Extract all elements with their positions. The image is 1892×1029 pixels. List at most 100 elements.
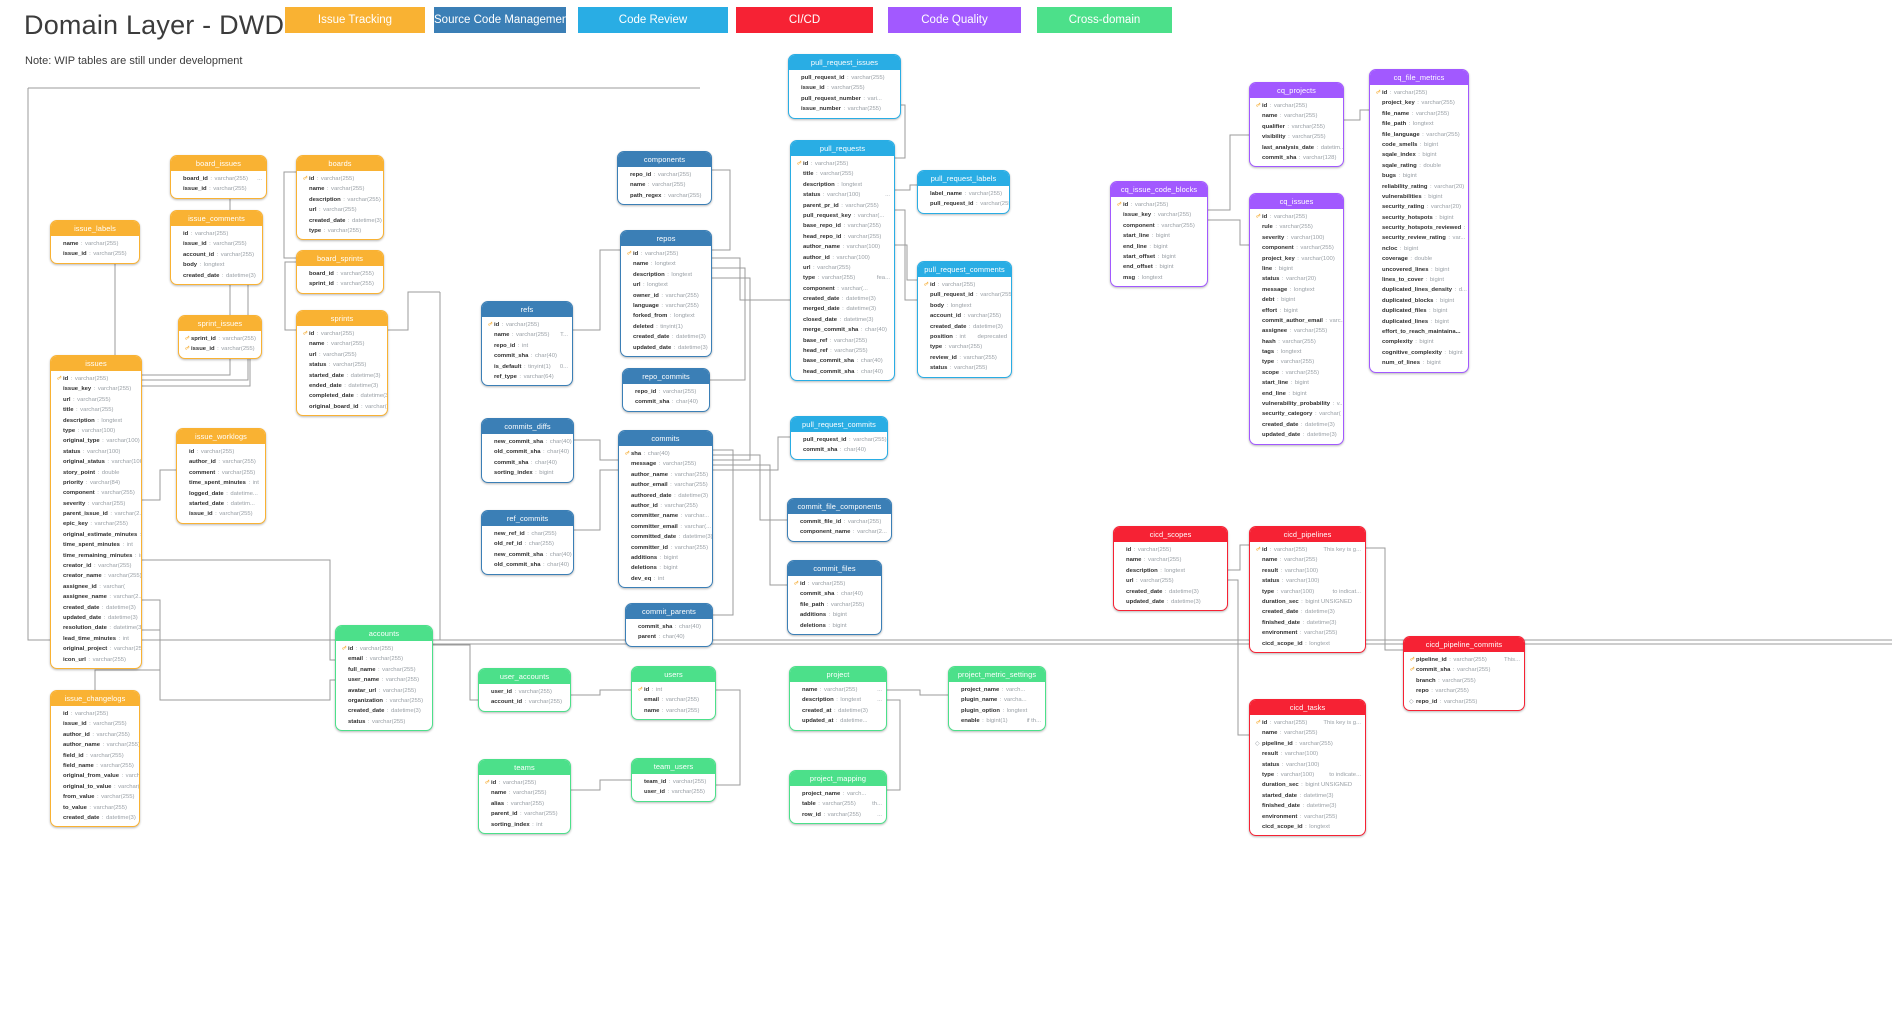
field-separator: : bbox=[196, 449, 199, 455]
field-type: varchar(255) bbox=[817, 264, 851, 271]
entity-field: start_offset:bigint bbox=[1111, 252, 1207, 262]
field-type: longtext bbox=[655, 261, 676, 268]
field-type: varchar(255) bbox=[220, 251, 255, 258]
field-type: longtext bbox=[840, 697, 862, 704]
entity-table-title: commits bbox=[619, 431, 712, 446]
field-type: varchar(255) bbox=[96, 731, 130, 738]
legend-button-code-quality[interactable]: Code Quality bbox=[888, 7, 1021, 33]
entity-table-title: refs bbox=[482, 302, 572, 317]
field-type: varchar(255) bbox=[333, 362, 367, 369]
field-name: plugin_option bbox=[961, 707, 1000, 714]
entity-table-pull_requests[interactable]: pull_requests⚷id:varchar(255)title:varch… bbox=[790, 140, 895, 382]
entity-table-sprints[interactable]: sprints⚷id:varchar(255)name:varchar(255)… bbox=[296, 310, 388, 417]
field-name: from_value bbox=[63, 794, 95, 801]
field-separator: : bbox=[545, 439, 548, 445]
field-separator: : bbox=[842, 791, 845, 797]
field-name: id bbox=[930, 282, 936, 288]
field-name: id bbox=[1123, 202, 1129, 208]
field-name: repo_id bbox=[1416, 698, 1438, 705]
entity-table-cq_file_metrics[interactable]: cq_file_metrics⚷id:varchar(255)project_k… bbox=[1369, 69, 1469, 373]
entity-table-cq_projects[interactable]: cq_projects⚷id:varchar(255)name:varchar(… bbox=[1249, 82, 1344, 168]
field-separator: : bbox=[667, 789, 670, 796]
field-name: project_name bbox=[802, 791, 841, 797]
field-name: issue_id bbox=[63, 721, 87, 728]
field-separator: : bbox=[218, 336, 221, 342]
entity-table-issues[interactable]: issues⚷id:varchar(255)issue_key:varchar(… bbox=[50, 355, 142, 669]
entity-field: head_repo_id:varchar(255) bbox=[791, 232, 894, 242]
entity-field: head_ref:varchar(255) bbox=[791, 346, 894, 356]
entity-table-cicd_tasks[interactable]: cicd_tasks⚷id:varchar(255)This key is g.… bbox=[1249, 699, 1366, 837]
field-separator: : bbox=[82, 448, 85, 455]
legend-button-cross-domain[interactable]: Cross-domain bbox=[1037, 7, 1172, 33]
entity-table-cq_issues[interactable]: cq_issues⚷id:varchar(255)rule:varchar(25… bbox=[1249, 193, 1344, 445]
entity-field: author_id:varchar(255) bbox=[51, 730, 139, 740]
field-separator: : bbox=[842, 244, 845, 251]
legend-button-ci-cd[interactable]: CI/CD bbox=[736, 7, 873, 33]
entity-table-commit_files[interactable]: commit_files⚷id:varchar(255)commit_sha:c… bbox=[787, 560, 882, 635]
legend-button-code-review[interactable]: Code Review bbox=[578, 7, 728, 33]
legend-button-source-code-management[interactable]: Source Code Management bbox=[434, 7, 571, 33]
entity-table-pull_request_comments[interactable]: pull_request_comments⚷id:varchar(255)pul… bbox=[917, 261, 1012, 378]
entity-table-cq_issue_code_blocks[interactable]: cq_issue_code_blocks⚷id:varchar(255)issu… bbox=[1110, 181, 1208, 288]
entity-field: user_id:varchar(255) bbox=[479, 687, 570, 697]
field-type: double bbox=[101, 469, 120, 476]
field-type: longtext bbox=[671, 271, 693, 278]
entity-table-cicd_pipeline_commits[interactable]: cicd_pipeline_commits⚷pipeline_id:varcha… bbox=[1403, 636, 1525, 711]
field-separator: : bbox=[674, 624, 677, 630]
field-separator: : bbox=[517, 342, 520, 349]
field-separator: : bbox=[1301, 782, 1303, 789]
field-type: char(40) bbox=[844, 447, 866, 454]
entity-field: review_id:varchar(255) bbox=[918, 353, 1011, 363]
field-separator: : bbox=[1300, 421, 1303, 428]
entity-field-list: name:varchar(255)...description:longtext… bbox=[790, 682, 886, 730]
field-name: finished_date bbox=[1262, 619, 1300, 626]
entity-field: path_regex:varchar(255) bbox=[618, 191, 711, 201]
field-separator: : bbox=[367, 718, 370, 725]
entity-table-commits[interactable]: commits⚷sha:char(40)message:varchar(255)… bbox=[618, 430, 713, 589]
field-name: environment bbox=[1262, 813, 1298, 820]
field-type: bigint bbox=[1426, 360, 1441, 367]
field-type: varchar(... bbox=[841, 285, 868, 292]
field-comment: ... bbox=[877, 697, 882, 704]
entity-table-boards[interactable]: boards⚷id:varchar(255)name:varchar(255)d… bbox=[296, 155, 384, 241]
field-separator: : bbox=[680, 523, 682, 530]
entity-table-accounts[interactable]: accounts⚷id:varchar(255)email:varchar(25… bbox=[335, 625, 433, 732]
field-name: icon_url bbox=[63, 656, 86, 663]
field-separator: : bbox=[316, 331, 319, 337]
entity-table-cicd_pipelines[interactable]: cicd_pipelines⚷id:varchar(255)This key i… bbox=[1249, 526, 1366, 653]
field-name: status bbox=[348, 718, 366, 725]
entity-table-sprint_issues[interactable]: sprint_issues⚷sprint_id:varchar(255)⚷iss… bbox=[178, 315, 262, 359]
entity-field: complexity:bigint bbox=[1370, 337, 1468, 347]
entity-field: ⚷pipeline_id:varchar(255)This... bbox=[1404, 655, 1524, 665]
field-type: datetime(3) bbox=[352, 217, 382, 224]
entity-field: authored_date:datetime(3) bbox=[619, 491, 712, 501]
entity-table-teams[interactable]: teams⚷id:varchar(255)name:varchar(255)al… bbox=[478, 759, 571, 834]
legend-button-issue-tracking[interactable]: Issue Tracking bbox=[285, 7, 425, 33]
entity-table-refs[interactable]: refs⚷id:varchar(255)name:varchar(255)T..… bbox=[481, 301, 573, 387]
entity-field: creator_id:varchar(255) bbox=[51, 561, 141, 571]
field-type: varchar(255) bbox=[665, 292, 699, 299]
